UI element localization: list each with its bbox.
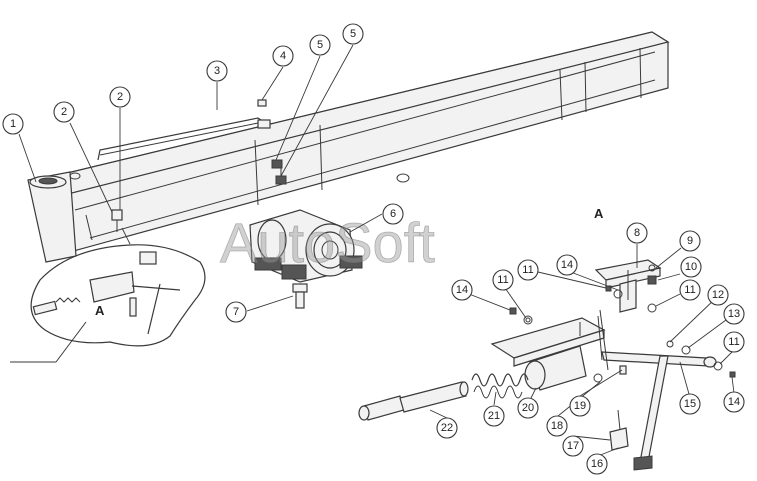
callout-6: 6 [382,203,404,225]
callout-4: 4 [272,45,294,67]
svg-text:12: 12 [712,289,724,301]
callout-11-d: 11 [723,331,745,353]
callout-1: 1 [2,113,24,135]
callout-16: 16 [586,453,608,475]
callout-3: 3 [206,60,228,82]
svg-text:13: 13 [728,308,740,320]
svg-text:2: 2 [117,91,123,103]
callout-5-right: 5 [342,23,364,45]
callout-20: 20 [517,397,539,419]
callout-9: 9 [679,230,701,252]
svg-text:11: 11 [497,274,508,286]
svg-text:10: 10 [685,261,697,273]
svg-text:22: 22 [441,422,453,434]
frame-beam [28,31,670,259]
callout-2-left: 2 [53,101,75,123]
lever-15 [601,351,717,368]
callout-8: 8 [626,222,648,244]
fitting-2 [111,209,123,232]
callout-13: 13 [723,303,745,325]
callout-11-c: 11 [679,279,701,301]
end-box [27,171,81,263]
svg-text:6: 6 [390,208,396,220]
callout-22: 22 [436,417,458,439]
callout-12: 12 [707,284,729,306]
nut-10 [647,264,657,285]
callout-11-b: 11 [492,269,514,291]
view-label-a: A [594,206,604,221]
svg-text:18: 18 [551,420,563,432]
callout-10: 10 [680,256,702,278]
callout-14-b: 14 [451,279,473,301]
svg-text:16: 16 [591,458,603,470]
callout-14-a: 14 [556,254,578,276]
gearbox-6 [249,173,410,283]
callout-14-c: 14 [723,391,745,413]
svg-text:2: 2 [61,106,67,118]
svg-text:7: 7 [233,306,239,318]
callout-18: 18 [546,415,568,437]
svg-text:9: 9 [687,235,693,247]
svg-text:17: 17 [567,440,579,452]
bolt-7 [292,283,308,309]
bracket-8 [594,259,662,313]
svg-text:3: 3 [214,65,220,77]
callout-5-left: 5 [309,34,331,56]
svg-text:11: 11 [728,336,739,348]
svg-text:5: 5 [350,28,356,40]
svg-text:5: 5 [317,39,323,51]
inset-view-a [10,227,206,363]
svg-text:1: 1 [10,118,16,130]
callout-2-right: 2 [109,86,131,108]
pull-rod-22 [358,381,469,421]
small-hardware [509,285,736,383]
svg-text:14: 14 [728,396,740,408]
svg-text:11: 11 [522,264,533,276]
watermark-text: AutoSoft [220,211,435,274]
callout-7: 7 [225,301,247,323]
callout-15: 15 [679,393,701,415]
callout-21: 21 [483,405,505,427]
svg-text:14: 14 [456,284,468,296]
leader-lines [18,44,735,457]
svg-text:19: 19 [574,400,586,412]
pedal-arm-16 [609,355,669,471]
svg-text:14: 14 [561,259,573,271]
svg-text:21: 21 [488,410,500,422]
callout-17: 17 [562,435,584,457]
svg-text:4: 4 [280,50,286,62]
svg-text:11: 11 [684,284,695,296]
callout-11-a: 11 [517,259,539,281]
pedal-bracket-20 [490,315,606,391]
spring-21 [471,373,529,399]
svg-text:20: 20 [522,402,534,414]
fitting-4 [257,99,271,129]
callout-19: 19 [569,395,591,417]
inset-label-a: A [95,303,105,318]
svg-text:8: 8 [634,227,640,239]
svg-text:15: 15 [684,398,696,410]
